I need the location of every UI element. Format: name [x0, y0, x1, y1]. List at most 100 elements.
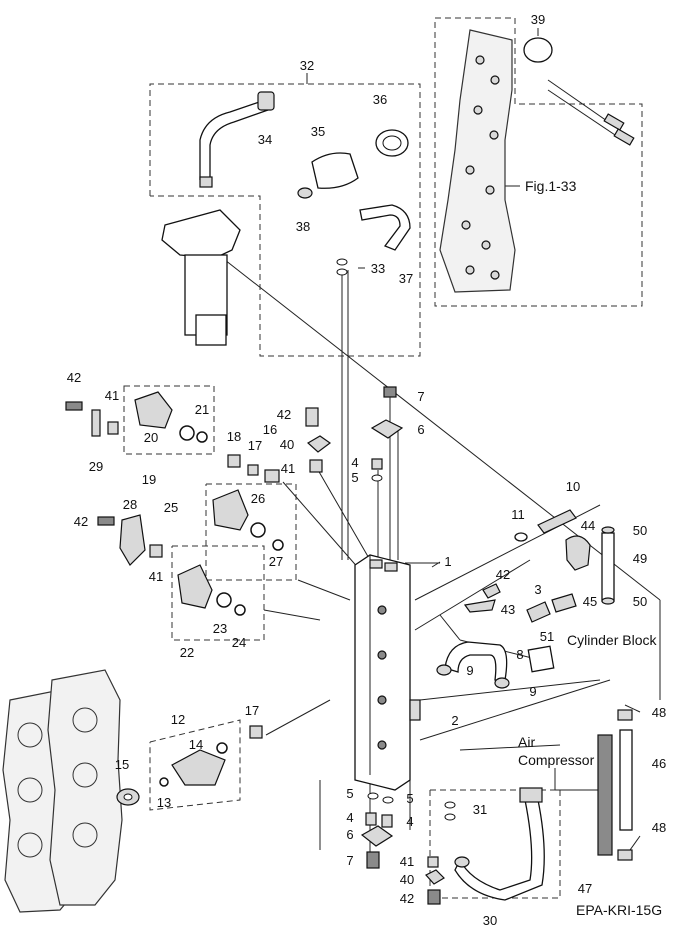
- clamp-39: [523, 37, 553, 63]
- fittings: [305, 386, 633, 861]
- lower-fittings: [360, 787, 545, 905]
- screw-4-top: [371, 458, 383, 470]
- collar-41-left: [107, 421, 119, 435]
- bolt-42-lower: [97, 516, 115, 526]
- callout-49: 49: [633, 551, 647, 566]
- label-51: [527, 645, 555, 673]
- callout-7-a: 7: [417, 389, 424, 404]
- callout-numbers: 32 39 36 35 34 38 33 37 42 41 21 20 29 1…: [67, 12, 666, 928]
- callout-38: 38: [296, 219, 310, 234]
- fig-ref-label: Fig.1-33: [525, 178, 577, 194]
- sensor-12: [171, 749, 226, 786]
- callout-44: 44: [581, 518, 595, 533]
- callout-17-a: 17: [248, 438, 262, 453]
- callout-47: 47: [578, 881, 592, 896]
- cylinder-head-plate: [439, 29, 635, 293]
- callout-33: 33: [371, 261, 385, 276]
- fitting-17: [247, 464, 259, 476]
- callout-4-a: 4: [351, 455, 358, 470]
- fuel-pump-assembly: [161, 91, 411, 346]
- group-19-box: [123, 385, 215, 455]
- bolt-42-mid: [305, 407, 319, 427]
- callout-13: 13: [157, 795, 171, 810]
- callout-26: 26: [251, 491, 265, 506]
- o-ring-20: [179, 425, 195, 441]
- callout-28: 28: [123, 497, 137, 512]
- text-labels: Fig.1-33 Cylinder Block Air Compressor E…: [518, 178, 662, 918]
- callout-5-c: 5: [406, 791, 413, 806]
- group-39-box: [434, 17, 643, 307]
- washer-33a: [336, 258, 348, 266]
- fitting-16: [264, 469, 280, 483]
- bracket-29: [91, 409, 101, 437]
- o-ring-23: [216, 592, 232, 608]
- pipe-46: [619, 729, 633, 831]
- callout-48-b: 48: [652, 820, 666, 835]
- callout-19: 19: [142, 472, 156, 487]
- o-ring-27: [272, 539, 284, 551]
- o-ring-21: [196, 431, 208, 443]
- bolt-7-top: [383, 386, 397, 398]
- o-ring-26: [250, 522, 266, 538]
- callout-15: 15: [115, 757, 129, 772]
- callout-50-a: 50: [633, 523, 647, 538]
- callout-39: 39: [531, 12, 545, 27]
- plate-40: [306, 435, 332, 453]
- callout-34: 34: [258, 132, 272, 147]
- callout-2: 2: [451, 713, 458, 728]
- callout-31: 31: [473, 802, 487, 817]
- fitting-18: [227, 454, 241, 468]
- air-label: Air: [518, 734, 535, 750]
- clip-38: [297, 187, 313, 199]
- screw-10: [537, 509, 577, 534]
- callout-5-a: 5: [351, 470, 358, 485]
- callout-8: 8: [516, 647, 523, 662]
- collar-41-low: [427, 856, 439, 868]
- callout-32: 32: [300, 58, 314, 73]
- callout-3: 3: [534, 582, 541, 597]
- washer-31a: [444, 801, 456, 809]
- bracket-43: [463, 599, 496, 613]
- callout-4-c: 4: [406, 814, 413, 829]
- callout-42-d: 42: [496, 567, 510, 582]
- fuel-rail: [354, 554, 421, 791]
- fuel-filter-35: [311, 152, 359, 189]
- callout-21: 21: [195, 402, 209, 417]
- o-ring-13: [159, 777, 169, 787]
- clip-9b: [494, 677, 510, 689]
- plate-6-top: [370, 419, 404, 439]
- callout-6-b: 6: [346, 827, 353, 842]
- screw-4-r: [381, 814, 393, 828]
- plate-40-low: [425, 869, 445, 885]
- callout-41-c: 41: [149, 569, 163, 584]
- valve-22: [177, 564, 213, 609]
- bolt-42-left: [65, 401, 83, 411]
- clip-9a: [436, 664, 452, 676]
- compressor-label: Compressor: [518, 752, 595, 768]
- callout-42-e: 42: [400, 891, 414, 906]
- bolt-7-low: [366, 851, 380, 869]
- callout-37: 37: [399, 271, 413, 286]
- washer-33b: [336, 268, 348, 276]
- callout-40-a: 40: [280, 437, 294, 452]
- clip-48b: [617, 849, 633, 861]
- callout-41-a: 41: [105, 388, 119, 403]
- callout-6-a: 6: [417, 422, 424, 437]
- clip-48a: [617, 709, 633, 721]
- bracket-28: [119, 514, 146, 566]
- callout-30: 30: [483, 913, 497, 928]
- washer-5-r: [382, 796, 394, 804]
- plate-6-low: [360, 825, 394, 847]
- code-label: EPA-KRI-15G: [576, 902, 662, 918]
- callout-12: 12: [171, 712, 185, 727]
- callout-50-b: 50: [633, 594, 647, 609]
- callout-14: 14: [189, 737, 203, 752]
- callout-40-b: 40: [400, 872, 414, 887]
- callout-4-b: 4: [346, 810, 353, 825]
- callout-42-a: 42: [67, 370, 81, 385]
- callout-23: 23: [213, 621, 227, 636]
- callout-27: 27: [269, 554, 283, 569]
- bolt-42-low: [427, 889, 441, 905]
- callout-42-b: 42: [277, 407, 291, 422]
